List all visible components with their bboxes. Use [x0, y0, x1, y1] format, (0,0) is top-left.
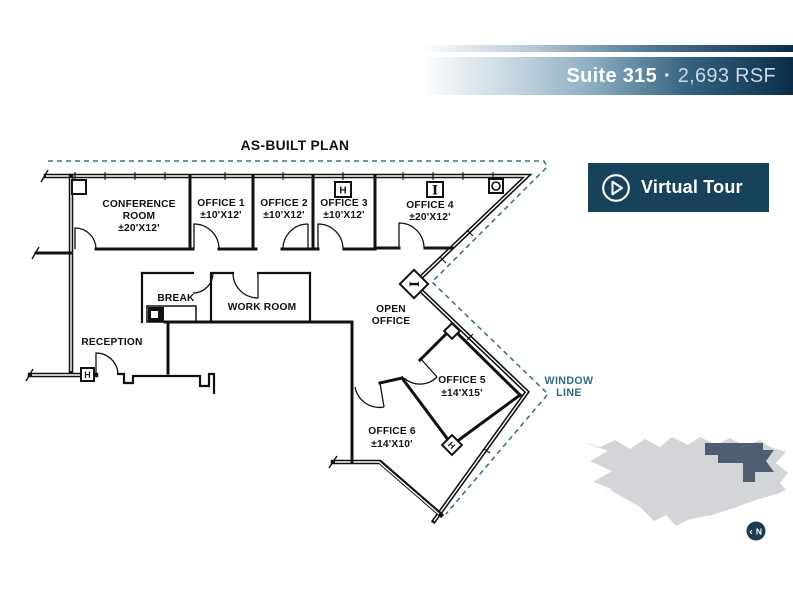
- plan-title: AS-BUILT PLAN: [241, 138, 350, 153]
- virtual-tour-button[interactable]: Virtual Tour: [588, 163, 769, 212]
- room-label-office1: OFFICE 1 ±10'X12': [197, 198, 245, 221]
- building-minimap: ‹ N: [583, 437, 788, 541]
- svg-text:OPEN: OPEN: [376, 304, 406, 315]
- room-label-reception: RECEPTION: [81, 337, 142, 348]
- room-label-office3: OFFICE 3 ±10'X12': [320, 198, 368, 221]
- svg-text:±14'X15': ±14'X15': [441, 388, 483, 399]
- svg-text:OFFICE 6: OFFICE 6: [368, 426, 416, 437]
- header-accent-stripe: [420, 45, 793, 52]
- svg-text:OFFICE 5: OFFICE 5: [438, 375, 486, 386]
- svg-text:I: I: [406, 281, 421, 287]
- svg-text:N: N: [756, 527, 762, 537]
- h-panel-icon: H: [334, 181, 352, 198]
- room-label-office5: OFFICE 5 ±14'X15': [438, 375, 486, 399]
- virtual-tour-label: Virtual Tour: [641, 177, 743, 197]
- room-label-office6: OFFICE 6 ±14'X10': [368, 426, 416, 450]
- svg-text:WINDOW: WINDOW: [545, 375, 594, 387]
- room-label-office4: OFFICE 4 ±20'X12': [406, 200, 454, 223]
- svg-text:±14'X10': ±14'X10': [371, 439, 413, 450]
- room-labels: CONFERENCE ROOM ±20'X12' OFFICE 1 ±10'X1…: [81, 198, 485, 450]
- office5-top-column-icon: [442, 321, 462, 341]
- svg-text:OFFICE 1: OFFICE 1: [197, 198, 245, 209]
- svg-text:ROOM: ROOM: [123, 211, 156, 222]
- svg-text:OFFICE 2: OFFICE 2: [260, 198, 308, 209]
- column-icon: I: [398, 268, 430, 300]
- svg-text:H: H: [84, 370, 91, 380]
- room-label-open-office: OPEN OFFICE: [372, 304, 411, 327]
- office5-bottom-column-icon: H: [440, 433, 464, 457]
- room-label-break: BREAK: [157, 293, 195, 304]
- room-label-office2: OFFICE 2 ±10'X12': [260, 198, 308, 221]
- room-label-conference: CONFERENCE ROOM ±20'X12': [102, 199, 175, 234]
- svg-text:H: H: [339, 186, 346, 197]
- window-line-label: WINDOW LINE: [545, 375, 594, 399]
- sink-icon: [148, 307, 164, 322]
- thermostat-icon: [488, 178, 504, 194]
- svg-text:I: I: [432, 184, 438, 199]
- svg-text:‹: ‹: [749, 527, 752, 538]
- svg-text:OFFICE 3: OFFICE 3: [320, 198, 368, 209]
- north-compass-icon: ‹ N: [746, 521, 766, 541]
- entry-h-panel-icon: H: [80, 367, 95, 382]
- svg-text:±10'X12': ±10'X12': [323, 210, 365, 221]
- svg-text:OFFICE 4: OFFICE 4: [406, 200, 454, 211]
- svg-text:±20'X12': ±20'X12': [118, 223, 160, 234]
- i-beam-panel-icon: I: [426, 181, 444, 199]
- suite-separator: ·: [664, 64, 671, 87]
- svg-text:LINE: LINE: [556, 387, 582, 399]
- svg-text:OFFICE: OFFICE: [372, 316, 411, 327]
- svg-text:H: H: [446, 440, 457, 451]
- doors: [74, 222, 438, 409]
- svg-text:CONFERENCE: CONFERENCE: [102, 199, 175, 210]
- play-circle-icon: [602, 173, 630, 202]
- wall-box-icon: [71, 179, 87, 195]
- svg-text:±10'X12': ±10'X12': [200, 210, 242, 221]
- wall-symbols: I H I H: [71, 178, 504, 457]
- suite-title: Suite 315: [566, 64, 658, 87]
- svg-text:±10'X12': ±10'X12': [263, 210, 305, 221]
- room-label-work-room: WORK ROOM: [228, 302, 297, 313]
- svg-text:±20'X12': ±20'X12': [409, 212, 451, 223]
- suite-banner: Suite 315 · 2,693 RSF: [420, 57, 793, 95]
- suite-location-shape: [705, 443, 774, 482]
- suite-rsf: 2,693 RSF: [677, 64, 776, 87]
